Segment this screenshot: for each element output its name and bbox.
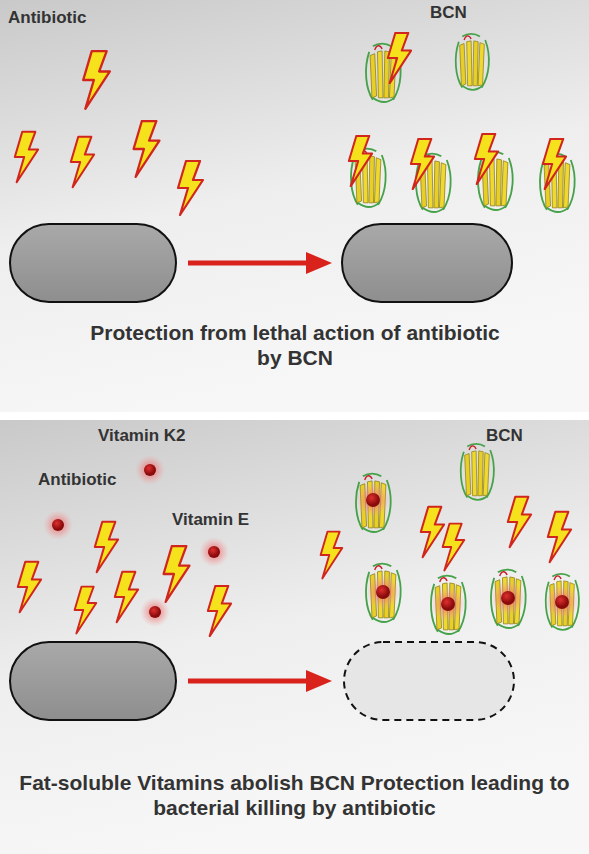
bacterium <box>10 642 176 720</box>
red-arrow <box>188 252 332 274</box>
caption-text: Fat-soluble Vitamins abolish BCN Protect… <box>6 770 583 820</box>
antibiotic-bolts <box>15 51 203 215</box>
label-text: Vitamin E <box>172 510 282 530</box>
panel-ground <box>0 0 589 412</box>
bacterium <box>10 224 176 302</box>
red-arrow <box>188 670 332 692</box>
panel-ground <box>0 420 589 854</box>
bcn-proteins <box>356 444 579 634</box>
label-text: BCN <box>430 3 500 23</box>
dead-bacterium <box>344 642 514 720</box>
panel: Antibiotic BCN Protection from lethal acti… <box>0 0 589 412</box>
label-text: Antibiotic <box>38 470 148 490</box>
panel: Vitamin K2 AntibioticVitamin E BCN Fat-solu… <box>0 420 589 854</box>
label-text: Antibiotic <box>8 8 138 28</box>
caption-text: Protection from lethal action of antibio… <box>85 320 505 370</box>
antibiotic-bolts <box>18 522 231 636</box>
free-bolts <box>321 497 572 579</box>
label-text: BCN <box>486 426 556 446</box>
bound-vitamins <box>356 483 579 621</box>
bcn-proteins <box>351 34 575 212</box>
bacterium <box>342 224 512 302</box>
bound-bolts <box>349 33 566 189</box>
label-text: Vitamin K2 <box>98 426 218 446</box>
